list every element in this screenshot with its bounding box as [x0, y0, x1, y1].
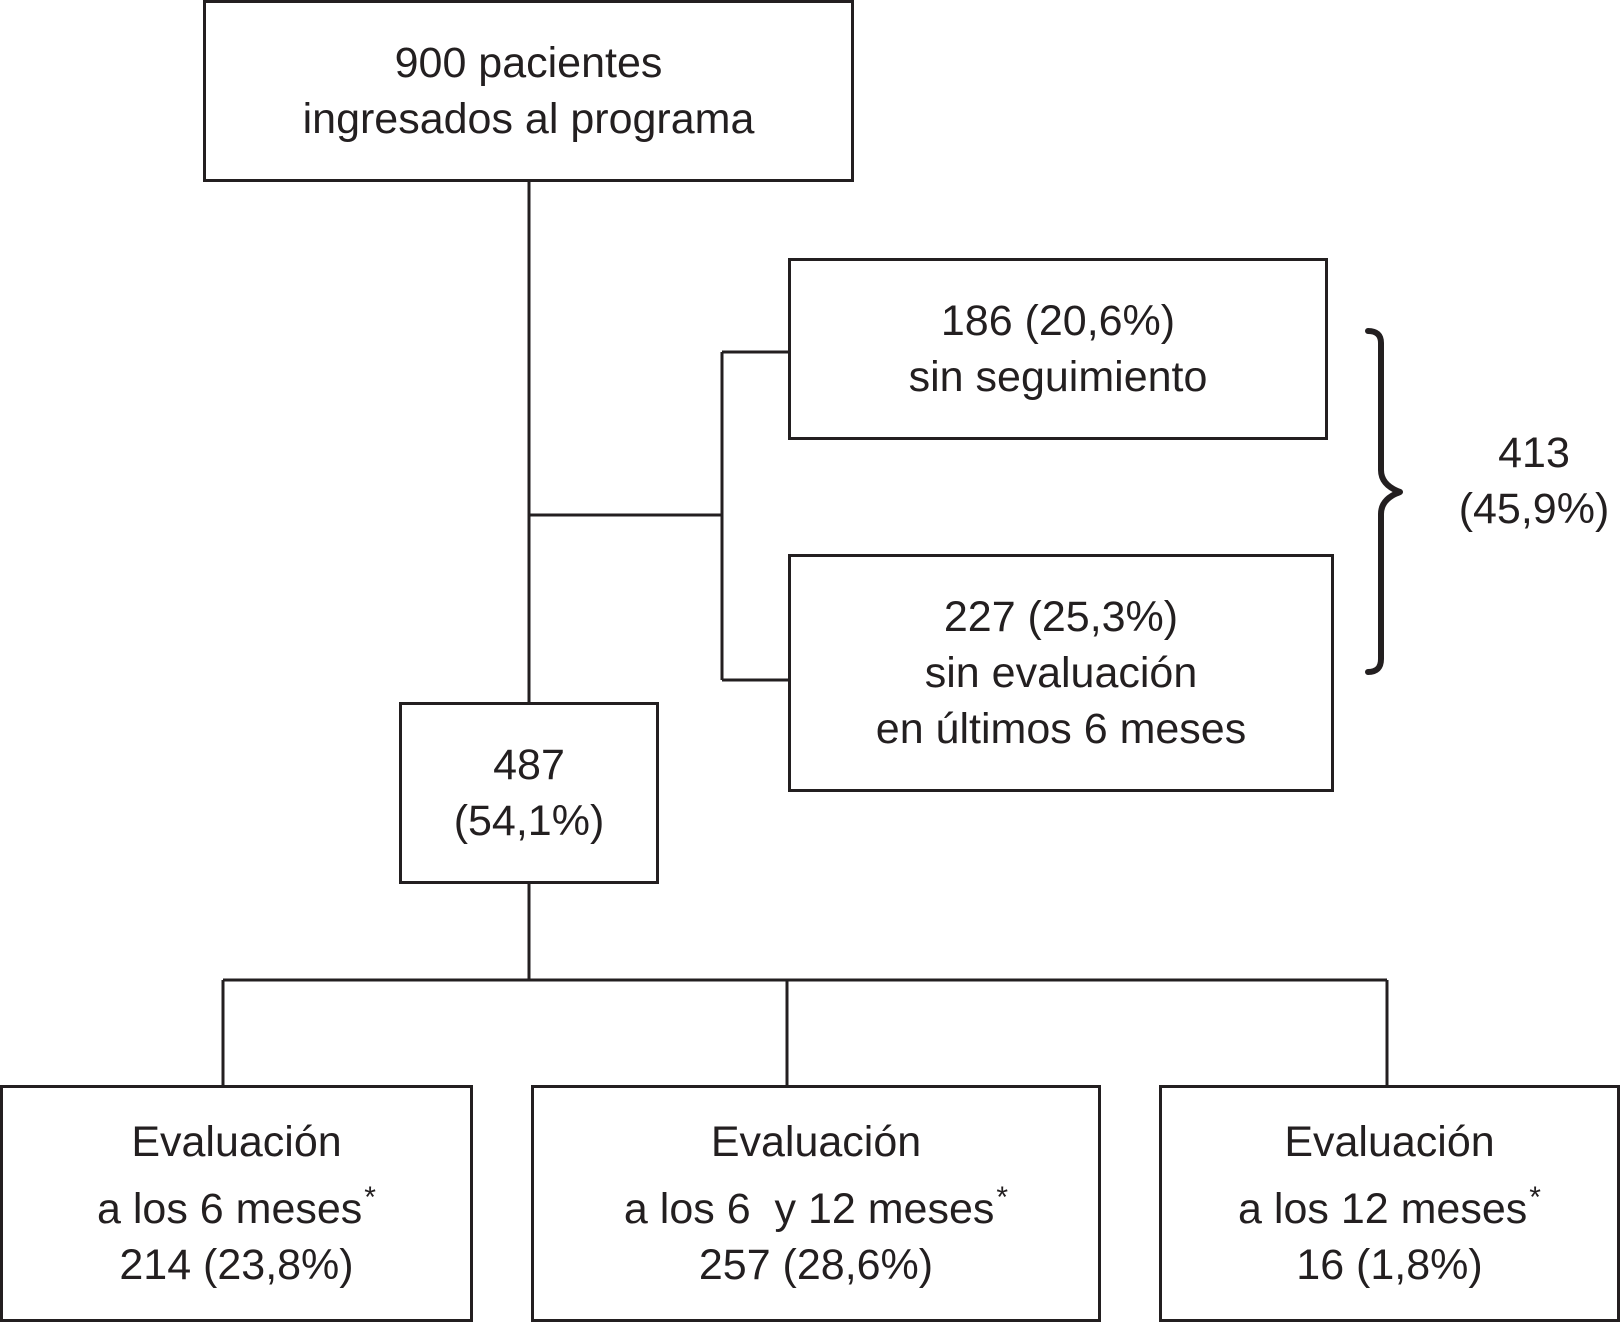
sin-evaluacion-line3: en últimos 6 meses — [875, 705, 1247, 753]
outcome-6m-line3: 214 (23,8%) — [119, 1241, 354, 1289]
outcome-6-12m-line1: Evaluación — [710, 1118, 922, 1166]
total-line2: ingresados al programa — [302, 95, 755, 143]
sin-evaluacion-line2: sin evaluación — [924, 649, 1198, 697]
sin-seguimiento-line2: sin seguimiento — [908, 353, 1208, 401]
box-outcome-12-months: Evaluación a los 12 meses* 16 (1,8%) — [1159, 1085, 1620, 1322]
box-outcome-6-and-12-months: Evaluación a los 6 y 12 meses* 257 (28,6… — [531, 1085, 1101, 1322]
evaluated-line2: (54,1%) — [453, 797, 605, 845]
lost-total-label: 413 (45,9%) — [1448, 425, 1620, 537]
curly-brace — [1365, 328, 1403, 675]
box-total-patients: 900 pacientes ingresados al programa — [203, 0, 854, 182]
sin-evaluacion-line1: 227 (25,3%) — [943, 593, 1179, 641]
outcome-6-12m-line3: 257 (28,6%) — [698, 1241, 934, 1289]
lost-total-line2: (45,9%) — [1458, 485, 1610, 533]
asterisk-marker: * — [996, 1181, 1009, 1214]
outcome-12m-line2: a los 12 meses* — [1238, 1181, 1541, 1233]
box-outcome-6-months: Evaluación a los 6 meses* 214 (23,8%) — [0, 1085, 473, 1322]
asterisk-marker: * — [1529, 1181, 1541, 1214]
sin-seguimiento-line1: 186 (20,6%) — [940, 297, 1176, 345]
lost-total-line1: 413 — [1498, 429, 1570, 477]
outcome-6-12m-line2: a los 6 y 12 meses* — [623, 1181, 1009, 1233]
box-evaluated: 487 (54,1%) — [399, 702, 659, 884]
outcome-6m-line1: Evaluación — [131, 1118, 342, 1166]
asterisk-marker: * — [364, 1181, 376, 1214]
total-line1: 900 pacientes — [394, 39, 663, 87]
outcome-12m-line1: Evaluación — [1284, 1118, 1495, 1166]
outcome-6m-line2: a los 6 meses* — [97, 1181, 376, 1233]
box-sin-evaluacion: 227 (25,3%) sin evaluación en últimos 6 … — [788, 554, 1334, 792]
evaluated-line1: 487 — [493, 741, 565, 789]
box-sin-seguimiento: 186 (20,6%) sin seguimiento — [788, 258, 1328, 440]
outcome-12m-line3: 16 (1,8%) — [1296, 1241, 1483, 1289]
